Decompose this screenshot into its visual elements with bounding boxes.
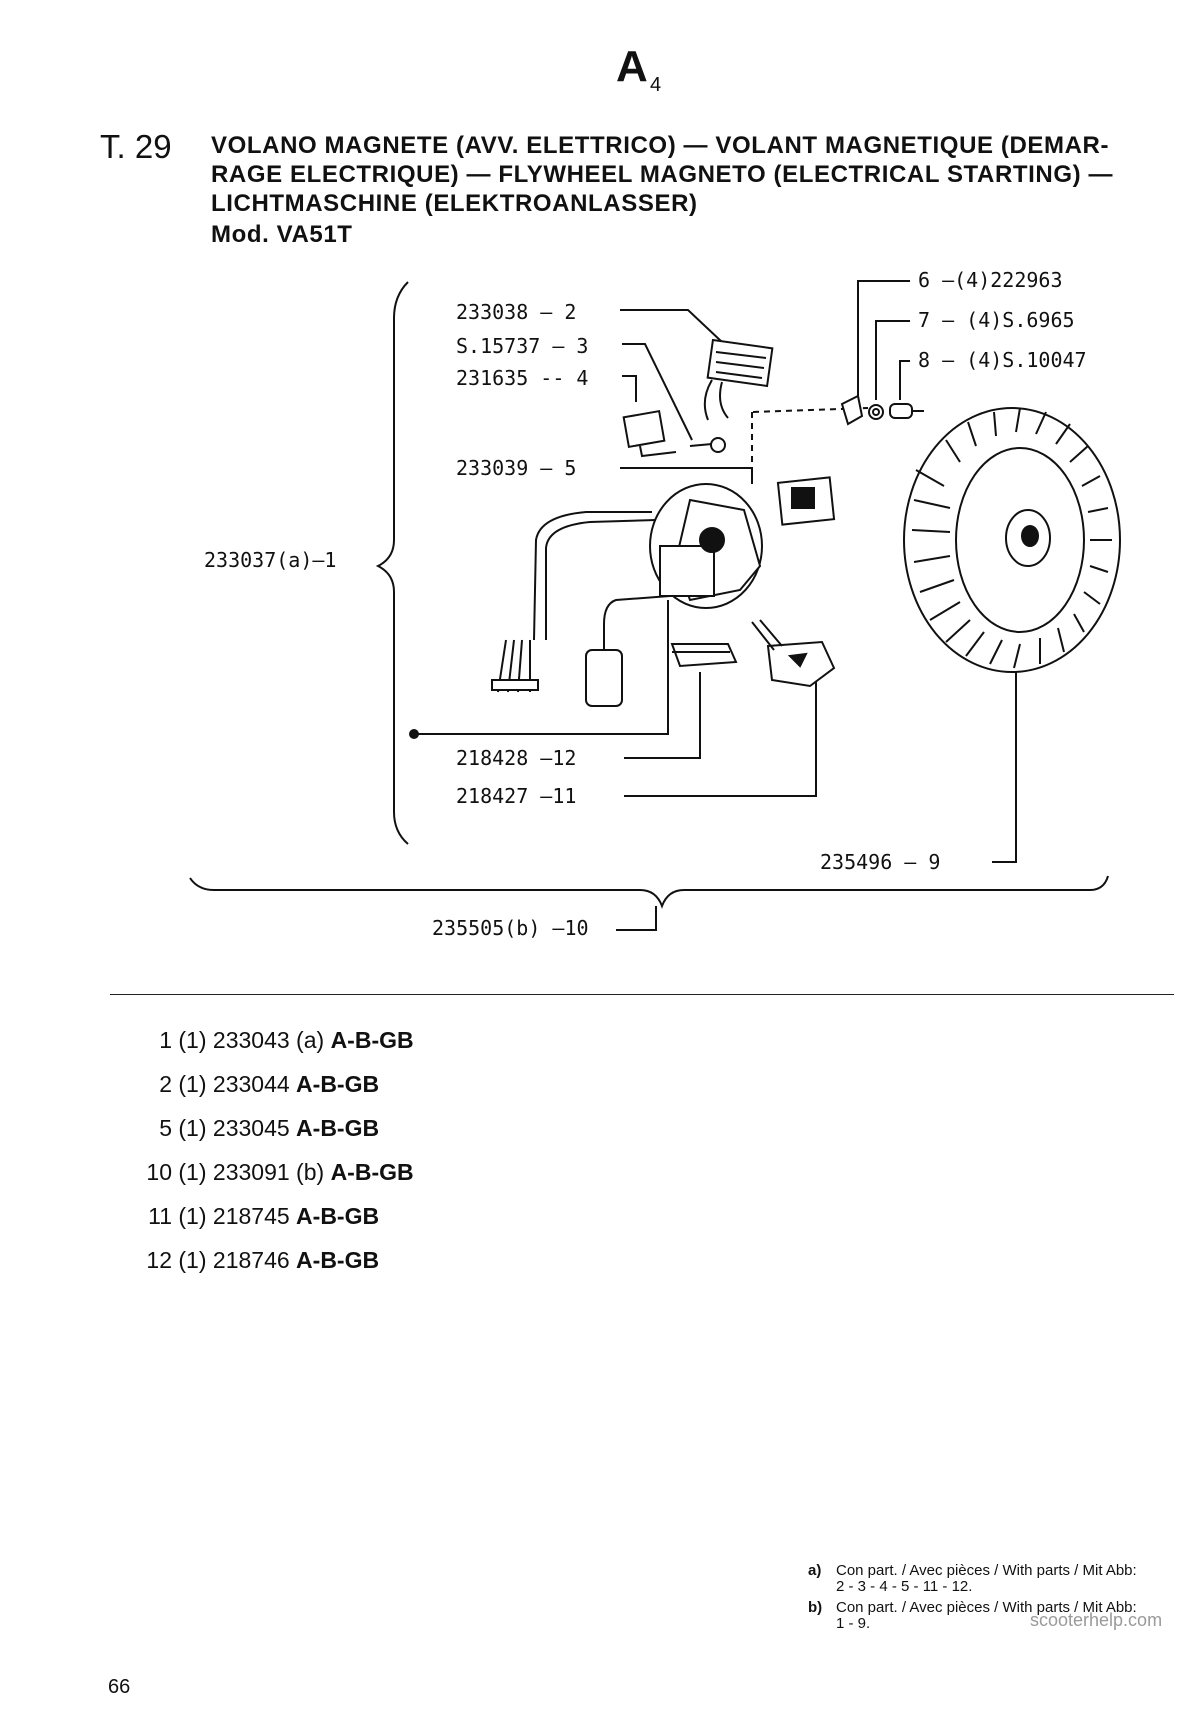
callout-1: 233037(a)—1 [204, 548, 337, 572]
callout-7: 7 — (4)S.6965 [918, 308, 1075, 332]
list-item: 12 (1) 218746 A-B-GB [146, 1247, 380, 1273]
table-number: T. 29 [100, 128, 172, 165]
list-item: 1 (1) 233043 (a) A-B-GB [159, 1027, 414, 1053]
callout-12: 218428 —12 [456, 746, 577, 770]
parts-list: 1 (1) 233043 (a) A-B-GB 2 (1) 233044 A-B… [120, 1018, 414, 1282]
callout-10: 235505(b) —10 [432, 916, 589, 940]
list-item: 2 (1) 233044 A-B-GB [159, 1071, 380, 1097]
leader-2 [620, 309, 723, 343]
block-part-4 [622, 409, 677, 458]
leader-4 [622, 375, 637, 402]
stator-plate-part-1 [491, 483, 763, 707]
leader-6 [857, 280, 910, 398]
leader-8 [899, 360, 910, 400]
leader-10 [616, 906, 657, 931]
footnote-a: a) Con part. / Avec pièces / With parts … [808, 1562, 1137, 1595]
coil-part-2 [703, 338, 774, 421]
callout-9: 235496 — 9 [820, 850, 941, 874]
leader-dot [409, 729, 419, 739]
leader-1 [414, 600, 669, 735]
section-letter: A [616, 42, 648, 91]
title-line-2: RAGE ELECTRIQUE) — FLYWHEEL MAGNETO (ELE… [211, 161, 1114, 188]
leader-dashed [752, 407, 869, 413]
callout-3: S.15737 — 3 [456, 334, 589, 358]
page-number: 66 [108, 1676, 131, 1698]
screw-part-3 [689, 437, 726, 453]
footnote-b: b) Con part. / Avec pièces / With parts … [808, 1599, 1137, 1632]
callout-6: 6 —(4)222963 [918, 268, 1063, 292]
leader-12 [624, 672, 701, 759]
leader-7 [875, 320, 910, 400]
fasteners-6-7-8 [840, 394, 924, 426]
leader-3 [622, 343, 693, 441]
exploded-parts-diagram [189, 280, 1121, 931]
title-line-1: VOLANO MAGNETE (AVV. ELETTRICO) — VOLANT… [211, 132, 1110, 159]
list-item: 11 (1) 218745 A-B-GB [148, 1203, 380, 1229]
callout-5: 233039 — 5 [456, 456, 577, 480]
watermark: scooterhelp.com [1030, 1610, 1163, 1630]
model-label: Mod. VA51T [211, 221, 353, 248]
group-brace [375, 281, 409, 845]
callout-11: 218427 —11 [456, 784, 577, 808]
coil-part-5 [776, 476, 836, 526]
callout-8: 8 — (4)S.10047 [918, 348, 1087, 372]
leader-9 [992, 670, 1017, 863]
footnotes: a) Con part. / Avec pièces / With parts … [808, 1563, 1137, 1637]
list-item: 10 (1) 233091 (b) A-B-GB [146, 1159, 414, 1185]
flywheel-part-9 [903, 407, 1121, 673]
callout-4: 231635 -- 4 [456, 366, 589, 390]
callout-2: 233038 — 2 [456, 300, 577, 324]
coil-part-11 [751, 619, 836, 688]
assembly-brace [189, 875, 1109, 909]
title-line-3: LICHTMASCHINE (ELEKTROANLASSER) [211, 190, 698, 217]
leader-11 [624, 676, 817, 797]
pad-part-12 [670, 643, 738, 668]
list-item: 5 (1) 233045 A-B-GB [159, 1115, 380, 1141]
leader-5 [620, 467, 753, 478]
section-divider [110, 994, 1174, 995]
section-subscript: 4 [650, 74, 662, 96]
